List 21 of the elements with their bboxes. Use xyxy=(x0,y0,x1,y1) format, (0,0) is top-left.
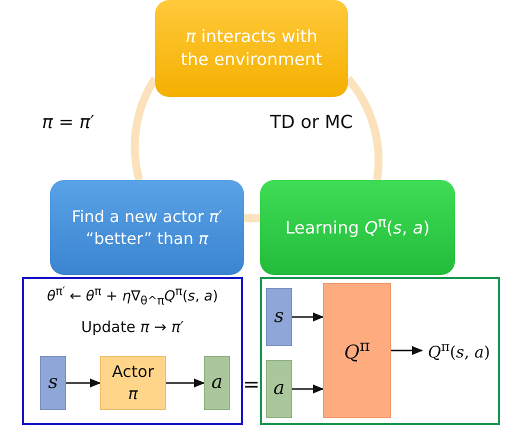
stage-box: Learning Q$^{π}$(s, a) xyxy=(260,180,455,275)
equals-sign: = xyxy=(243,372,260,396)
update-formula: θ$^{π′}$ ← θ$^{π}$ + η∇$_{θ^π}$Q$^{π}$(s, a) xyxy=(46,284,218,310)
arrow xyxy=(292,384,324,394)
stage-box: π interacts with the environment xyxy=(155,0,348,97)
input-block: s xyxy=(266,288,292,346)
output-block: a xyxy=(204,356,230,410)
actor-block: Actor π xyxy=(100,356,166,410)
arrow xyxy=(166,378,206,388)
arrow xyxy=(292,312,324,322)
output-block: a xyxy=(266,360,292,418)
actor-panel xyxy=(22,277,243,425)
update-rule: Update π → π′ xyxy=(81,317,184,338)
critic-block: Q$^{π}$ xyxy=(323,283,391,418)
arrow xyxy=(391,346,424,355)
stage-box: Find a new actor π′ “better” than π xyxy=(50,180,244,275)
input-block: s xyxy=(40,356,66,410)
arrow xyxy=(66,378,102,388)
panel-box xyxy=(260,277,500,425)
output-text: Q$^{π}$(s, a) xyxy=(422,338,496,364)
cycle-arc xyxy=(244,214,260,222)
